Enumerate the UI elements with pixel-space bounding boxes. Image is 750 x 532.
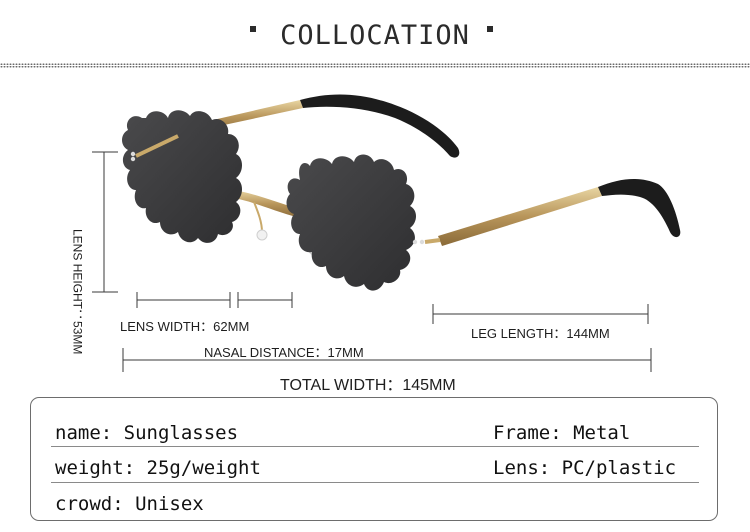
spec-row: name: Sunglasses Frame: Metal — [55, 414, 695, 448]
near-temple-arm — [438, 187, 602, 246]
near-temple-tip — [598, 178, 681, 238]
spec-table: name: Sunglasses Frame: Metal weight: 25… — [30, 397, 718, 521]
page-title: COLLOCATION — [280, 20, 470, 51]
product-illustration: LENS HEIGHT：53MM LENS WIDTH：62MM LEG LEN… — [0, 70, 750, 400]
dotted-divider — [0, 63, 750, 68]
header-bullet-right — [487, 26, 493, 32]
dimension-lines — [92, 151, 652, 372]
right-lens — [286, 154, 416, 291]
header-bullet-left — [250, 26, 256, 32]
nose-bridge — [232, 190, 302, 218]
far-temple-tip — [300, 94, 460, 158]
left-rivet-bottom — [130, 156, 136, 162]
nose-pad-arm-left — [253, 201, 263, 233]
right-hinge — [424, 238, 441, 244]
spec-name: name: Sunglasses — [55, 422, 239, 444]
lens-height-label: LENS HEIGHT：53MM — [70, 229, 85, 355]
spec-row: weight: 25g/weight Lens: PC/plastic — [55, 449, 695, 483]
section-header: COLLOCATION — [0, 14, 750, 58]
sunglasses-diagram — [92, 94, 681, 372]
spec-frame: Frame: Metal — [493, 422, 631, 444]
right-rivet-top — [412, 239, 418, 245]
spec-lens: Lens: PC/plastic — [493, 457, 677, 479]
spec-divider — [51, 446, 699, 447]
total-width-label: TOTAL WIDTH：145MM — [280, 377, 456, 394]
lens-width-label: LENS WIDTH：62MM — [120, 319, 250, 334]
right-rivet-bottom — [419, 239, 425, 245]
left-lens — [122, 110, 242, 243]
near-temple — [438, 178, 681, 246]
leg-length-label: LEG LENGTH：144MM — [471, 326, 610, 341]
lens-height-label-wrap: LENS HEIGHT：53MM — [63, 221, 93, 363]
left-hinge — [135, 134, 179, 158]
nasal-distance-label: NASAL DISTANCE：17MM — [204, 345, 364, 360]
spec-divider — [51, 482, 699, 483]
spec-row: crowd: Unisex — [55, 485, 695, 519]
spec-crowd: crowd: Unisex — [55, 493, 204, 515]
nose-pad-left — [256, 229, 268, 241]
left-rivet-top — [130, 151, 136, 157]
spec-weight: weight: 25g/weight — [55, 457, 261, 479]
